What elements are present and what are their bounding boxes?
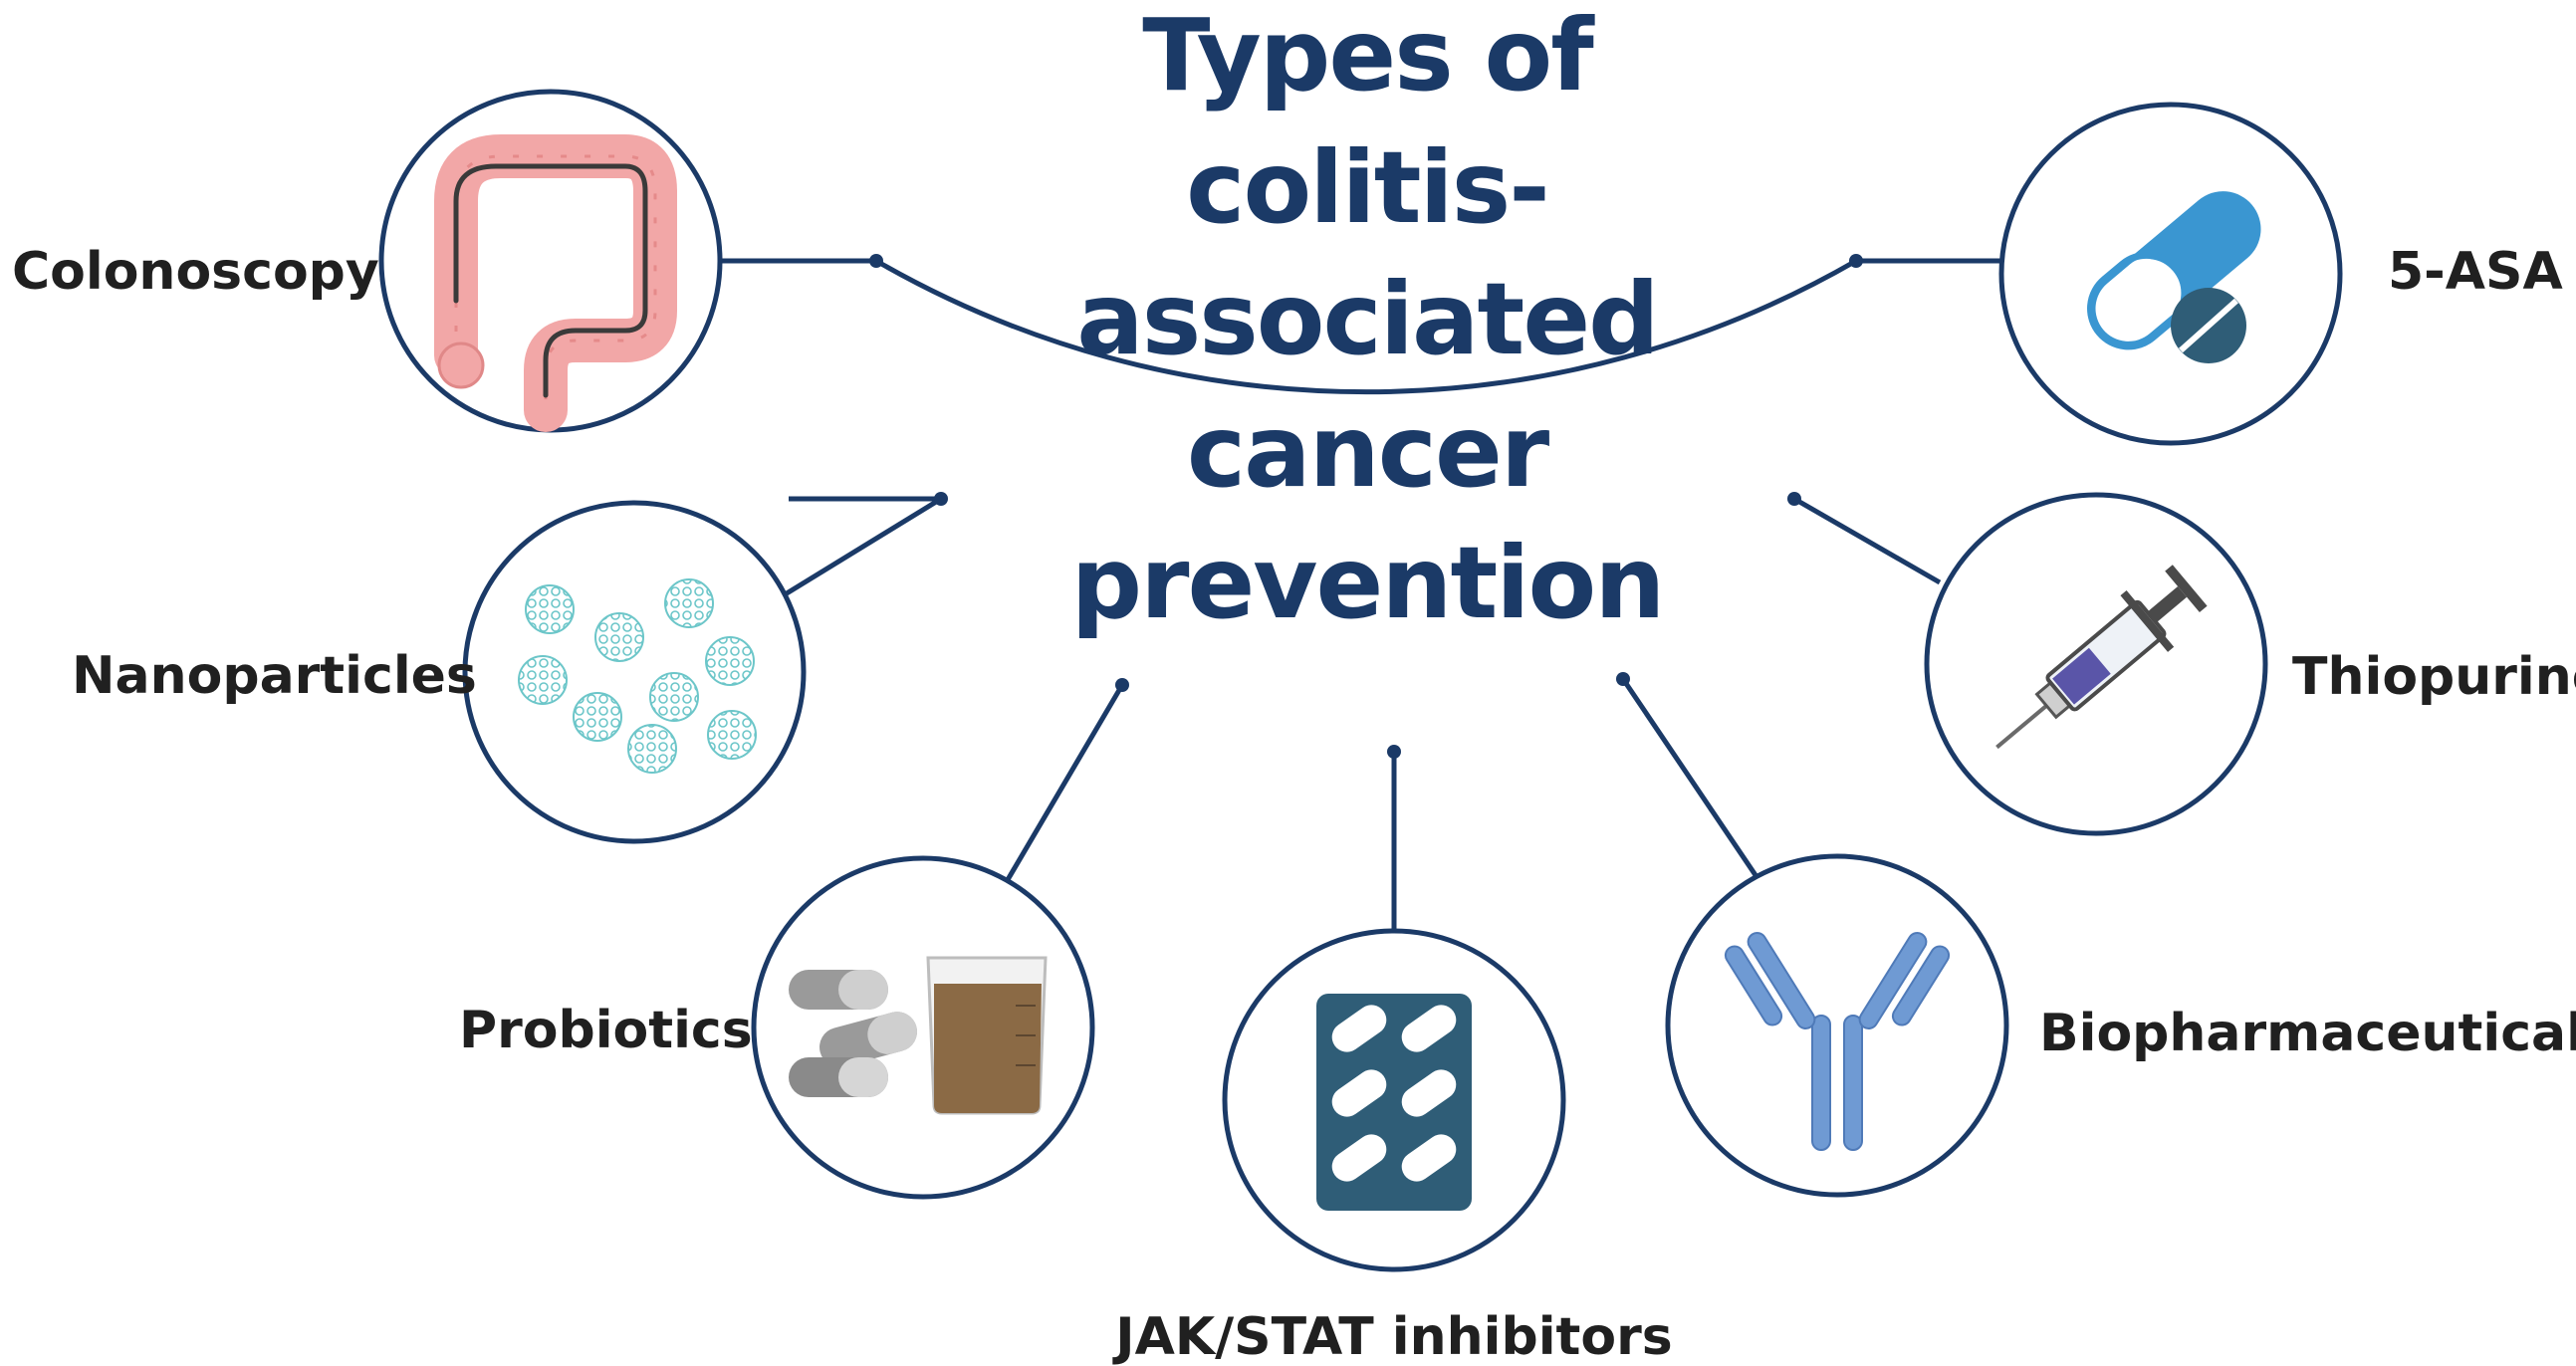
icon-circle	[462, 500, 807, 844]
title-line: colitis-	[1186, 129, 1548, 246]
item-label: JAK/STAT inhibitors	[1112, 1307, 1672, 1366]
node-dot	[1849, 254, 1863, 268]
branch-colonoscopy: Colonoscopy	[12, 89, 883, 433]
nanoparticles-icon	[518, 578, 757, 774]
branch-jakstat: JAK/STAT inhibitors	[1112, 745, 1673, 1366]
connector	[1792, 496, 1942, 585]
beaker-icon	[926, 956, 1048, 1115]
connector	[1620, 677, 1760, 880]
title-line: prevention	[1071, 525, 1664, 641]
pill-capsule-icon	[2087, 191, 2261, 350]
item-label: Thiopurine	[2292, 647, 2576, 707]
item-label: 5-ASA	[2388, 242, 2563, 302]
item-label: Colonoscopy	[12, 242, 379, 302]
tablet-icon	[2171, 288, 2246, 363]
branch-nanoparticles: Nanoparticles	[72, 492, 948, 844]
probiotic-capsules-icon	[789, 970, 917, 1097]
item-label: Nanoparticles	[72, 646, 477, 706]
title-line: Types of	[1142, 0, 1595, 114]
colon-icon	[434, 134, 677, 432]
node-dot	[1787, 492, 1801, 506]
icon-circle	[1665, 853, 2009, 1198]
title-line: cancer	[1187, 393, 1550, 510]
diagram-title: Types of colitis- associated cancer prev…	[1071, 0, 1666, 641]
branch-probiotics: Probiotics	[459, 678, 1129, 1200]
antibody-icon	[1724, 931, 1951, 1151]
central-arc	[874, 258, 1858, 395]
item-label: Probiotics	[459, 1001, 753, 1060]
branch-5-asa: 5-ASA	[1849, 102, 2563, 446]
branch-biopharmaceuticals: Biopharmaceuticals	[1616, 672, 2576, 1198]
title-line: associated	[1076, 261, 1657, 377]
blister-pack-icon	[1316, 994, 1472, 1211]
node-dot	[934, 492, 948, 506]
node-dot	[1616, 672, 1630, 686]
node-dot	[1387, 745, 1401, 759]
node-dot	[1115, 678, 1129, 692]
item-label: Biopharmaceuticals	[2039, 1004, 2576, 1063]
connector	[1003, 683, 1125, 885]
syringe-icon	[1995, 565, 2208, 750]
branch-thiopurine: Thiopurine	[1787, 492, 2576, 836]
node-dot	[869, 254, 883, 268]
